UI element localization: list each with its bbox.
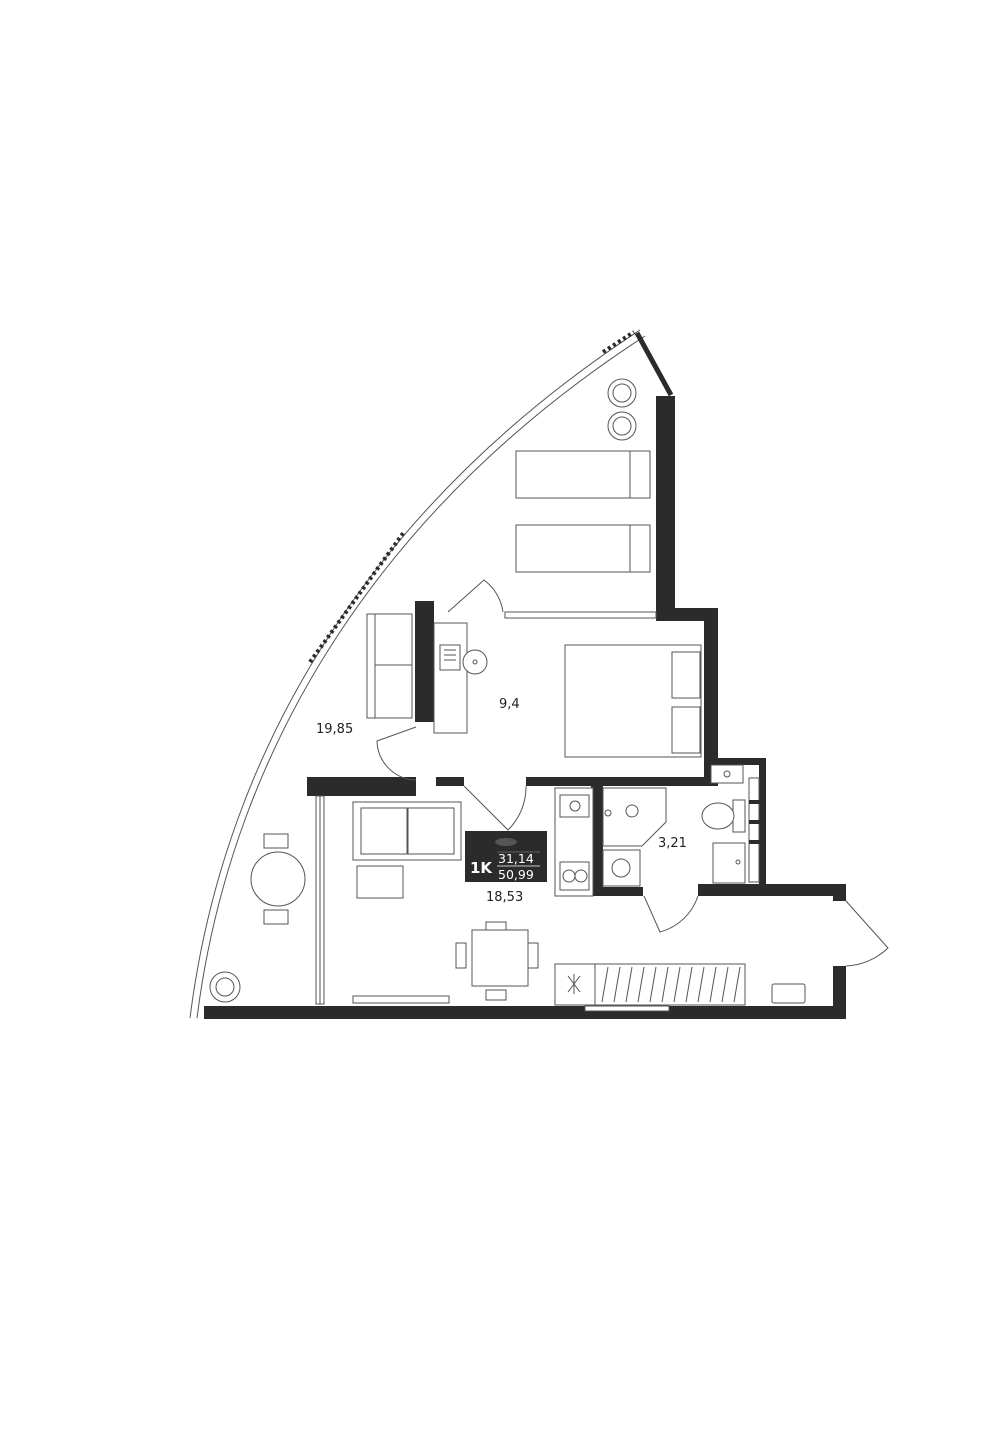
bathroom-sink (710, 764, 744, 784)
living-sofa (352, 801, 462, 861)
hallway-wardrobe (554, 963, 746, 1006)
coffee-table (356, 865, 404, 899)
windows (315, 611, 670, 1012)
living-area-label: 18,53 (486, 890, 523, 905)
walls (204, 396, 846, 1019)
tv-stand (352, 995, 450, 1004)
terrace-table (250, 833, 306, 925)
dining-table (455, 921, 539, 1001)
apartment-type: 1K (470, 859, 493, 877)
terrace-area-label: 19,85 (316, 722, 353, 737)
total-area: 50,99 (498, 867, 534, 882)
apartment-badge: 1K 31,14 50,99 (465, 831, 547, 882)
plant-icon (209, 378, 637, 1003)
washing-machine (602, 849, 641, 887)
doors (376, 579, 889, 967)
living-area-total: 31,14 (498, 851, 534, 866)
bedroom-area-label: 9,4 (499, 697, 520, 712)
shoe-bench (771, 983, 806, 1004)
terrace-curve (189, 329, 674, 1019)
toilet (701, 799, 746, 833)
sun-loungers (515, 450, 651, 573)
shower (602, 787, 667, 847)
storage-shelves (748, 777, 764, 883)
bed (564, 644, 702, 758)
terrace-sofa (366, 613, 413, 719)
kitchen-counter (554, 787, 594, 897)
bathroom-area-label: 3,21 (658, 836, 687, 851)
bathroom-vanity (712, 842, 746, 884)
desk (433, 622, 488, 734)
